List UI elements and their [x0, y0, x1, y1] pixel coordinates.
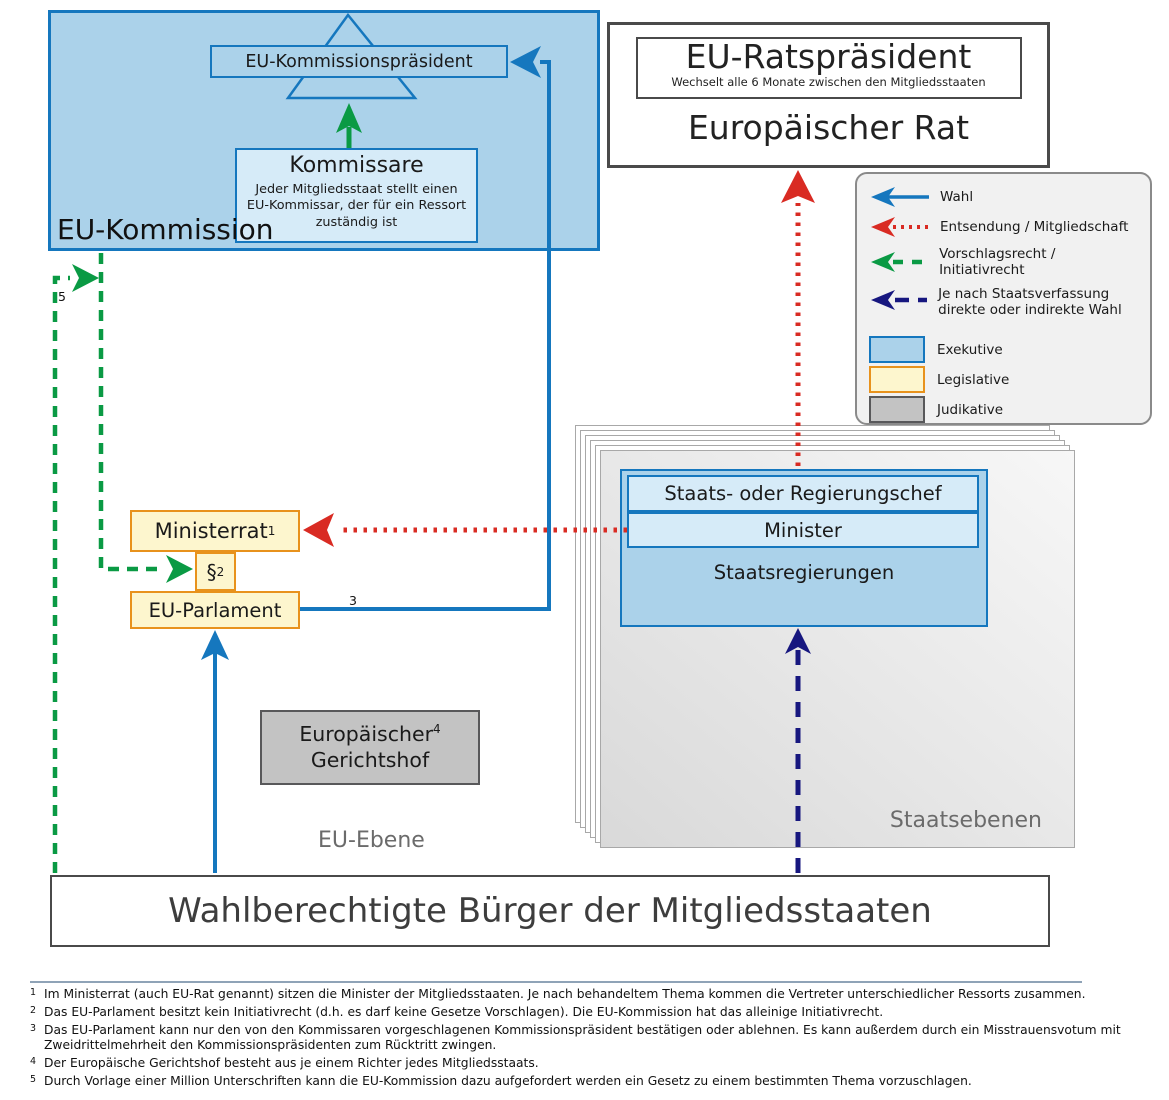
europaeischer-gerichtshof-box: Europäischer4 Gerichtshof [260, 710, 480, 785]
eu-kommissionspraesident-label: EU-Kommissionspräsident [245, 51, 473, 72]
wahl-arrow-icon [871, 187, 929, 207]
staats-oder-regierungschef-box: Staats- oder Regierungschef [627, 475, 979, 512]
staatsebenen-label: Staatsebenen [889, 808, 1042, 833]
legend-label-staatsverfassung: Je nach Staatsverfassung direkte oder in… [938, 286, 1122, 318]
legend-label-wahl: Wahl [940, 189, 974, 205]
europaeischer-rat-box: EU-Ratspräsident Wechselt alle 6 Monate … [607, 22, 1050, 168]
edge-label-3: 3 [349, 593, 357, 608]
ministerrat-label: Ministerrat [154, 519, 268, 543]
legislative-swatch [869, 366, 925, 393]
eu-kommission-label: EU-Kommission [57, 213, 274, 246]
ministerrat-footnote-ref: 1 [267, 524, 276, 538]
wahl-connector-buerger-parlament [201, 630, 229, 873]
legend-label-entsendung: Entsendung / Mitgliedschaft [940, 219, 1129, 235]
vorschlagsrecht-arrow-icon [871, 252, 929, 272]
paragraph-symbol: § [206, 559, 217, 584]
staats-oder-regierungschef-label: Staats- oder Regierungschef [664, 482, 942, 505]
eu-parlament-box: EU-Parlament [130, 591, 300, 629]
paragraph-footnote-ref: 2 [216, 564, 225, 579]
legend-item-entsendung: Entsendung / Mitgliedschaft [869, 216, 1142, 238]
edge-label-5: 5 [58, 289, 66, 304]
staatsverfassung-arrow-icon [871, 290, 927, 310]
legend-label-exekutive: Exekutive [937, 341, 1003, 358]
legend-item-legislative: Legislative [869, 366, 1142, 393]
legend-label-judikative: Judikative [937, 401, 1004, 418]
initiative-connector-buerger-kommission [52, 264, 99, 873]
legend-item-wahl: Wahl [869, 186, 1142, 208]
legend-item-vorschlagsrecht: Vorschlagsrecht / Initiativrecht [869, 246, 1142, 278]
eu-kommission-box: EU-Kommissionspräsident Kommissare Jeder… [48, 10, 600, 251]
eu-parlament-label: EU-Parlament [148, 598, 282, 622]
gerichtshof-line2: Gerichtshof [310, 747, 430, 772]
gerichtshof-line1: Europäischer4 [299, 721, 441, 746]
staatsebenen-panel: Staatsebenen [575, 425, 1075, 853]
eu-kommissionspraesident-box: EU-Kommissionspräsident [210, 45, 508, 78]
legend-item-staatsverfassung: Je nach Staatsverfassung direkte oder in… [869, 286, 1142, 318]
entsendung-connector-chef-rat [781, 170, 815, 466]
legend-item-judikative: Judikative [869, 396, 1142, 423]
judikative-swatch [869, 396, 925, 423]
minister-label: Minister [764, 518, 842, 542]
legend-box: Wahl Entsendung / Mitgliedschaft Vorschl… [855, 172, 1152, 425]
gerichtshof-footnote-ref: 4 [433, 722, 441, 737]
wahlberechtigte-buerger-label: Wahlberechtigte Bürger der Mitgliedsstaa… [168, 891, 932, 931]
entsendung-arrow-icon [871, 217, 929, 237]
wahlberechtigte-buerger-box: Wahlberechtigte Bürger der Mitgliedsstaa… [50, 875, 1050, 947]
staatsregierungen-label: Staatsregierungen [713, 561, 895, 584]
eu-ebene-label: EU-Ebene [318, 828, 425, 853]
kommissare-title: Kommissare [289, 153, 424, 178]
eu-ratspraesident-box: EU-Ratspräsident Wechselt alle 6 Monate … [635, 37, 1022, 99]
legend-label-vorschlagsrecht: Vorschlagsrecht / Initiativrecht [939, 246, 1056, 278]
footnote-divider [30, 981, 1082, 983]
eu-ratspraesident-note: Wechselt alle 6 Monate zwischen den Mitg… [671, 75, 986, 90]
paragraph-box: §2 [195, 552, 236, 591]
minister-box: Minister [627, 512, 979, 548]
vorschlag-arrow-kommissare-praesident [336, 103, 362, 149]
exekutive-swatch [869, 336, 925, 363]
legend-label-legislative: Legislative [937, 371, 1010, 388]
legend-item-exekutive: Exekutive [869, 336, 1142, 363]
eu-ratspraesident-label: EU-Ratspräsident [685, 37, 972, 76]
staatsregierungen-box: Staats- oder Regierungschef Minister Sta… [620, 469, 988, 627]
europaeischer-rat-label: Europäischer Rat [687, 108, 970, 147]
